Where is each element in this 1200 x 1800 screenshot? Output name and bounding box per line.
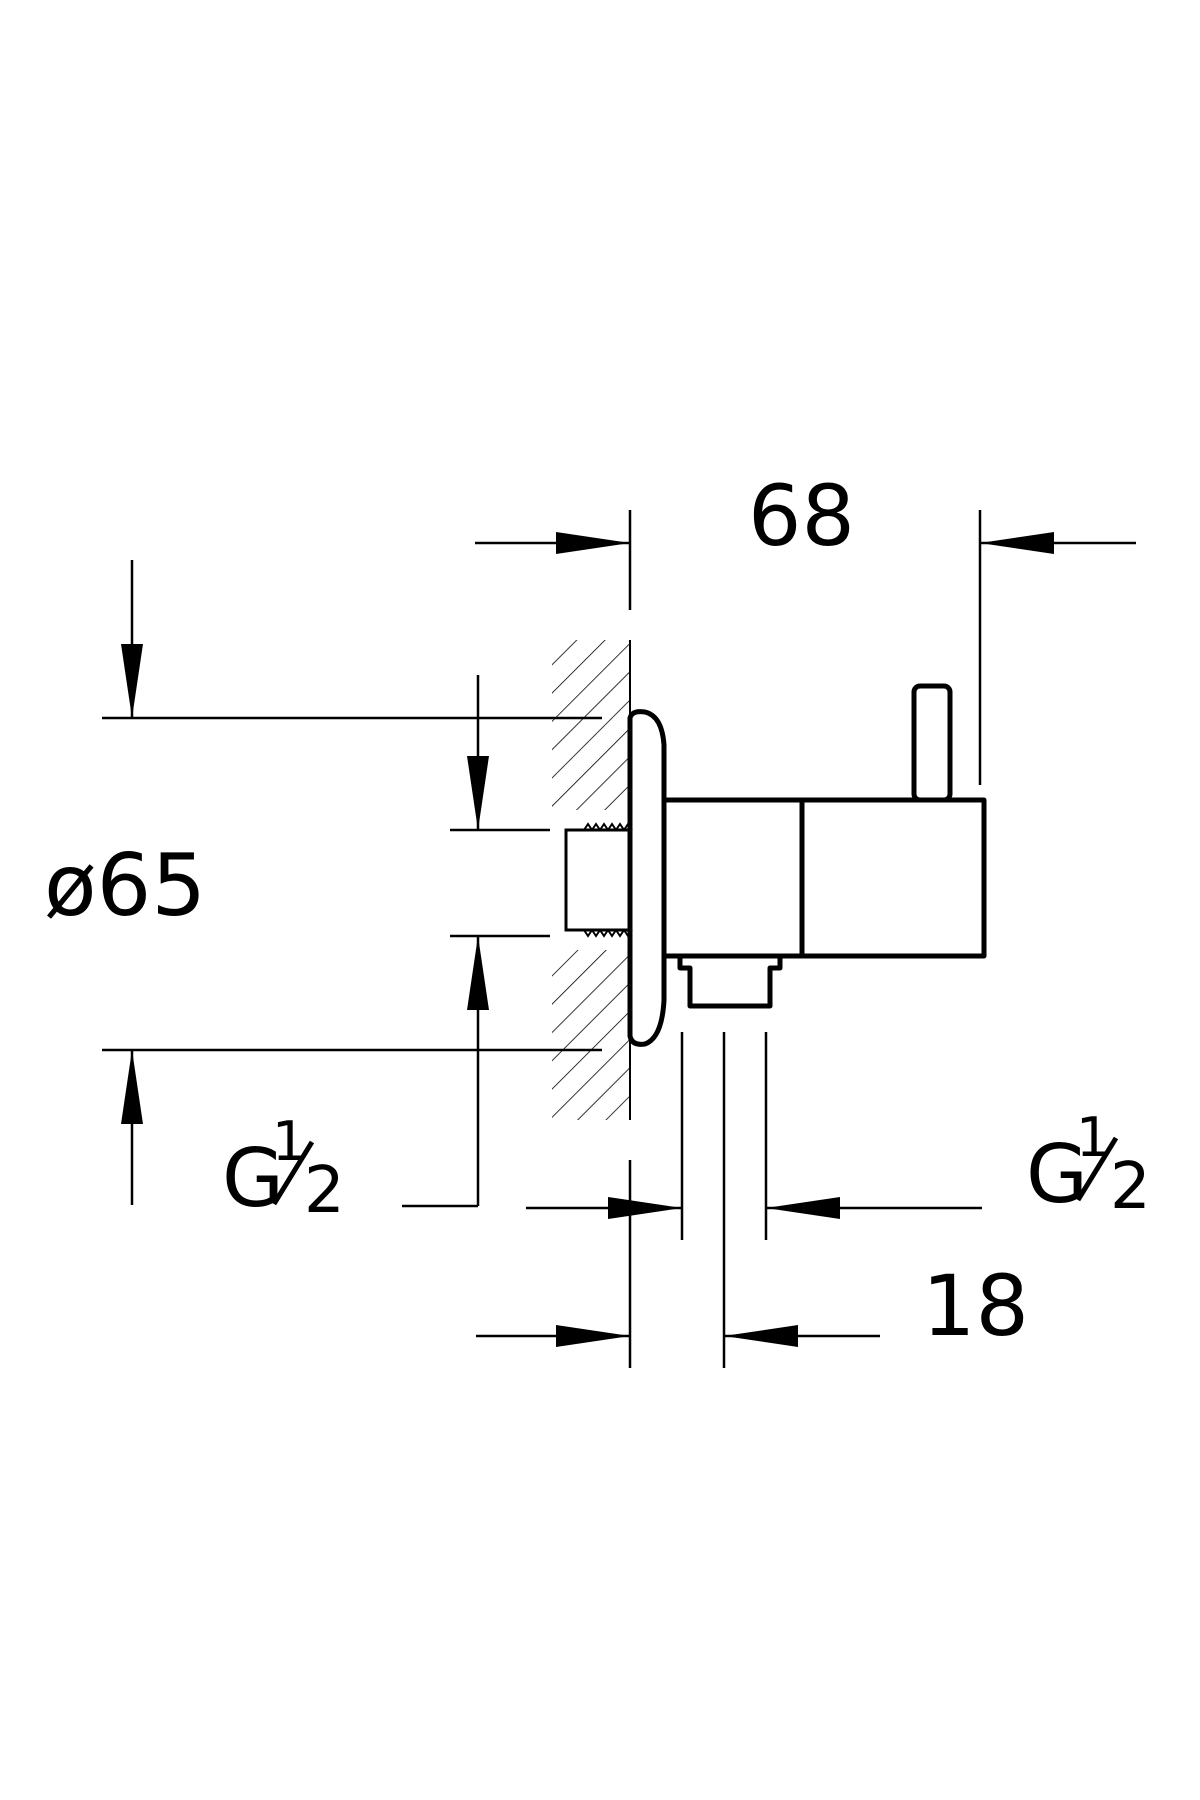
dimension-lines <box>102 510 1136 1368</box>
handle-lever <box>911 683 953 803</box>
svg-text:2: 2 <box>304 1154 345 1228</box>
arrow-thread-right-left <box>608 1197 682 1219</box>
arrow-18-left <box>556 1325 630 1347</box>
thread-connector <box>564 822 633 938</box>
outlet-nozzle <box>677 956 783 1009</box>
svg-text:2: 2 <box>1110 1150 1151 1224</box>
arrow-thread-left-bottom <box>467 936 489 1010</box>
dimension-68-label: 68 <box>748 467 855 565</box>
body-tube <box>664 797 805 959</box>
svg-text:G: G <box>1026 1128 1088 1221</box>
arrow-diameter-top <box>121 644 143 718</box>
arrow-thread-right-right <box>766 1197 840 1219</box>
arrow-68-left <box>556 532 630 554</box>
thread-label-left: G 1 2 <box>222 1110 345 1228</box>
arrow-thread-left-top <box>467 756 489 830</box>
wall-hatching <box>552 640 631 1120</box>
thread-label-right: G 1 2 <box>1026 1106 1151 1224</box>
svg-text:G: G <box>222 1132 284 1225</box>
arrow-diameter-bottom <box>121 1050 143 1124</box>
valve-body <box>627 683 987 1047</box>
dimension-diameter-label: ø65 <box>44 836 206 936</box>
dimension-18-label: 18 <box>922 1257 1029 1355</box>
arrow-68-right <box>980 532 1054 554</box>
arrow-18-right <box>724 1325 798 1347</box>
handle-block <box>799 797 987 959</box>
arrowheads <box>121 532 1054 1347</box>
rosette <box>627 709 667 1047</box>
